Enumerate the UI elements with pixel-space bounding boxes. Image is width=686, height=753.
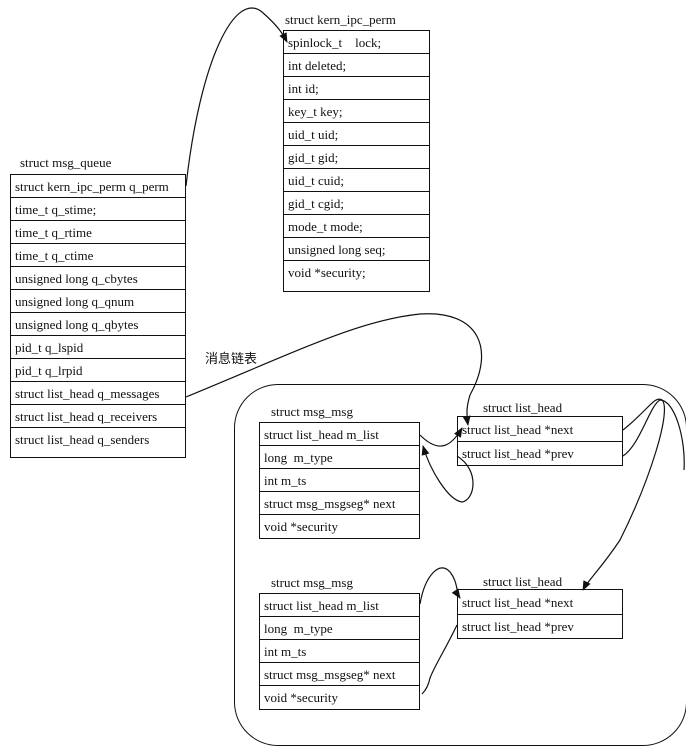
perm-field-gid: gid_t gid; [284, 146, 429, 169]
msg2-field-security: void *security [264, 690, 339, 705]
perm-field-security: void *security; [288, 265, 366, 280]
queue-field-q-qnum: unsigned long q_qnum [11, 290, 185, 313]
perm-field-cuid: uid_t cuid; [284, 169, 429, 192]
perm-field-deleted: int deleted; [284, 54, 429, 77]
msg2-field-m-ts: int m_ts [260, 640, 419, 663]
msg1-field-m-type: long m_type [260, 446, 419, 469]
queue-field-q-rtime: time_t q_rtime [11, 221, 185, 244]
msg-msg-2-struct: struct list_head m_list long m_type int … [259, 593, 420, 710]
msg1-field-m-list: struct list_head m_list [260, 423, 419, 446]
list2-field-prev: struct list_head *prev [462, 619, 574, 634]
queue-field-q-cbytes: unsigned long q_cbytes [11, 267, 185, 290]
msg1-field-next: struct msg_msgseg* next [260, 492, 419, 515]
perm-field-key: key_t key; [284, 100, 429, 123]
list-head-1-title: struct list_head [483, 400, 563, 415]
list1-field-prev: struct list_head *prev [462, 446, 574, 461]
msg-queue-title: struct msg_queue [20, 155, 112, 170]
msg-msg-1-title: struct msg_msg [271, 404, 353, 419]
perm-field-lock: spinlock_t lock; [284, 31, 429, 54]
msg2-field-m-type: long m_type [260, 617, 419, 640]
queue-field-q-stime: time_t q_stime; [11, 198, 185, 221]
msg1-field-security: void *security [264, 519, 339, 534]
queue-field-q-ctime: time_t q_ctime [11, 244, 185, 267]
msg-queue-struct: struct kern_ipc_perm q_perm time_t q_sti… [10, 174, 186, 458]
kern-ipc-perm-title: struct kern_ipc_perm [285, 12, 396, 27]
msg2-field-next: struct msg_msgseg* next [260, 663, 419, 686]
list2-field-next: struct list_head *next [458, 590, 622, 615]
queue-field-q-receivers: struct list_head q_receivers [11, 405, 185, 428]
queue-field-q-senders: struct list_head q_senders [15, 432, 150, 447]
msg-msg-2-title: struct msg_msg [271, 575, 353, 590]
msg2-field-m-list: struct list_head m_list [260, 594, 419, 617]
queue-field-q-qbytes: unsigned long q_qbytes [11, 313, 185, 336]
kern-ipc-perm-struct: spinlock_t lock; int deleted; int id; ke… [283, 30, 430, 292]
q-perm-arrow [185, 7, 288, 187]
msg1-field-m-ts: int m_ts [260, 469, 419, 492]
queue-field-q-messages: struct list_head q_messages [11, 382, 185, 405]
list1-field-next: struct list_head *next [458, 417, 622, 442]
queue-field-q-perm: struct kern_ipc_perm q_perm [11, 175, 185, 198]
perm-field-cgid: gid_t cgid; [284, 192, 429, 215]
perm-field-id: int id; [284, 77, 429, 100]
perm-field-mode: mode_t mode; [284, 215, 429, 238]
queue-field-q-lspid: pid_t q_lspid [11, 336, 185, 359]
list-head-2-struct: struct list_head *next struct list_head … [457, 589, 623, 639]
perm-field-uid: uid_t uid; [284, 123, 429, 146]
queue-field-q-lrpid: pid_t q_lrpid [11, 359, 185, 382]
message-chain-label: 消息链表 [205, 352, 258, 367]
msg-msg-1-struct: struct list_head m_list long m_type int … [259, 422, 420, 539]
list-head-2-title: struct list_head [483, 574, 563, 589]
list-head-1-struct: struct list_head *next struct list_head … [457, 416, 623, 466]
perm-field-seq: unsigned long seq; [284, 238, 429, 261]
